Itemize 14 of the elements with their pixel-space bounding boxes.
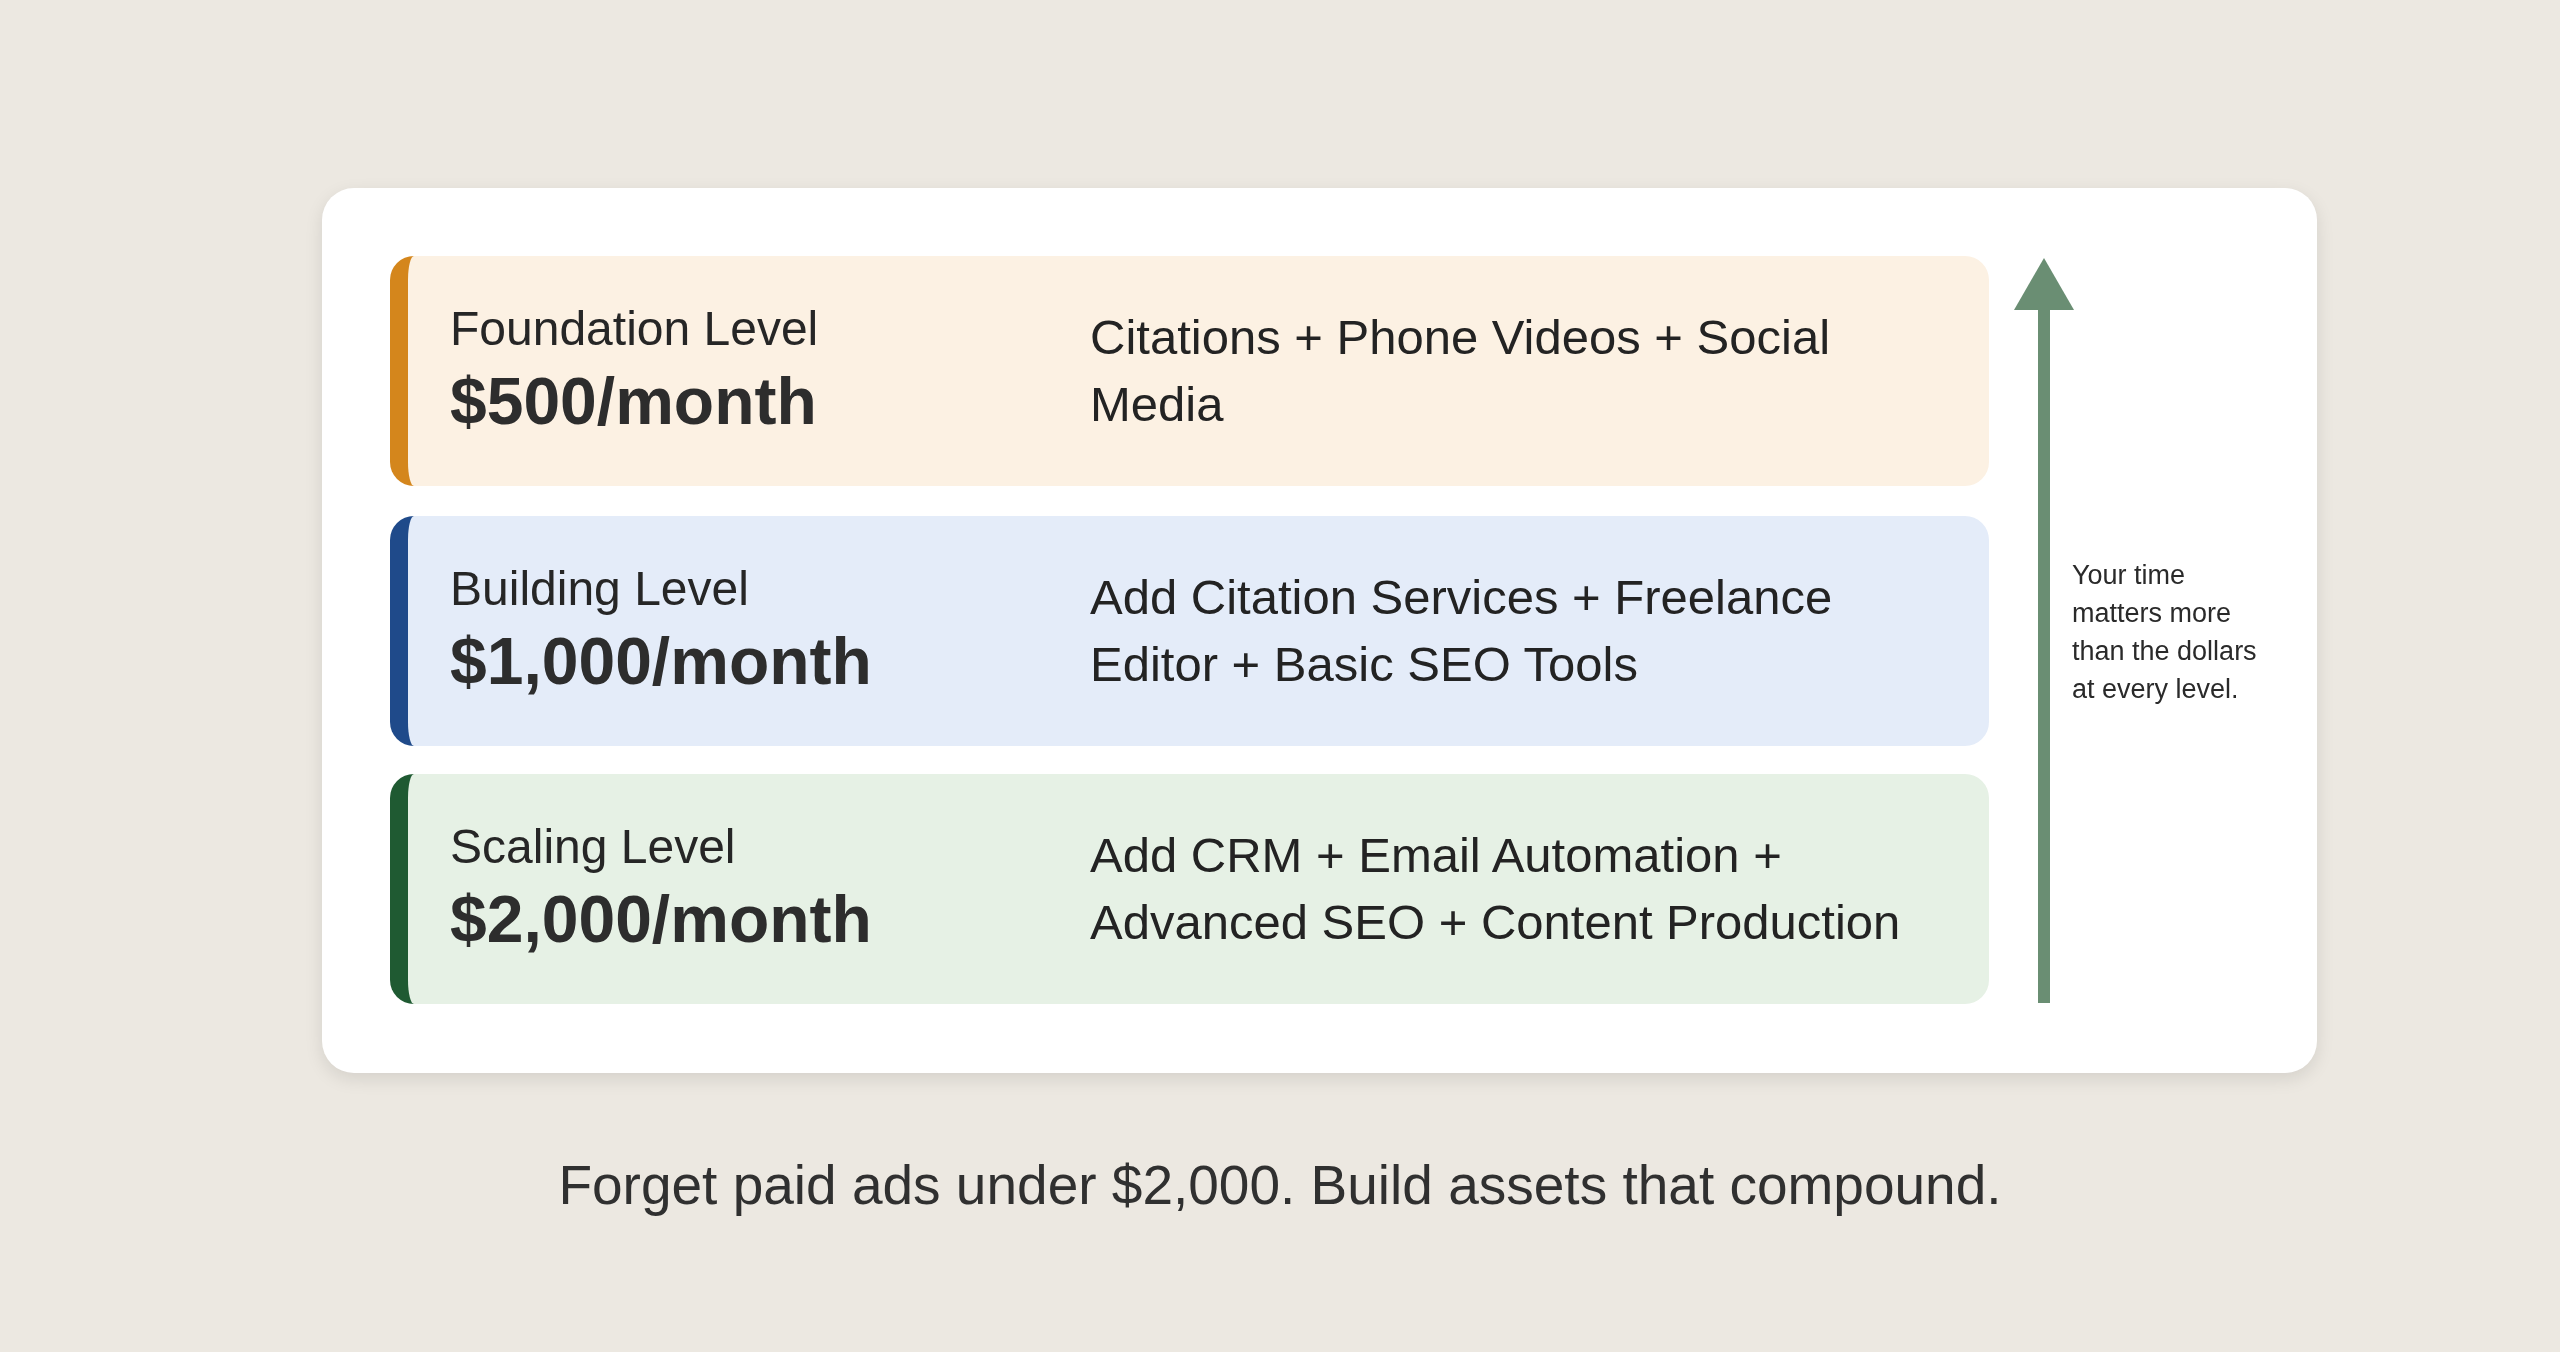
level-name: Scaling Level: [450, 819, 736, 875]
level-band: [390, 516, 1989, 746]
price-text: $2,000/month: [450, 881, 872, 958]
level-band: [390, 774, 1989, 1004]
price-text: $500/month: [450, 363, 817, 440]
services-text: Add CRM + Email Automation + Advanced SEO + Content Production: [1090, 827, 1902, 951]
side-note: Your time matters more than the dollars at every level.: [2072, 559, 2258, 706]
level-name: Foundation Level: [450, 301, 819, 357]
price-text: $1,000/month: [450, 623, 872, 700]
level-band: [390, 256, 1989, 486]
caption-text: Forget paid ads under $2,000. Build assets that compound.: [558, 1153, 2002, 1218]
services-text: Citations + Phone Videos + Social Media: [1090, 309, 1832, 433]
services-text: Add Citation Services + Freelance Editor + Basic SEO Tools: [1090, 569, 1834, 693]
level-name: Building Level: [450, 561, 749, 617]
